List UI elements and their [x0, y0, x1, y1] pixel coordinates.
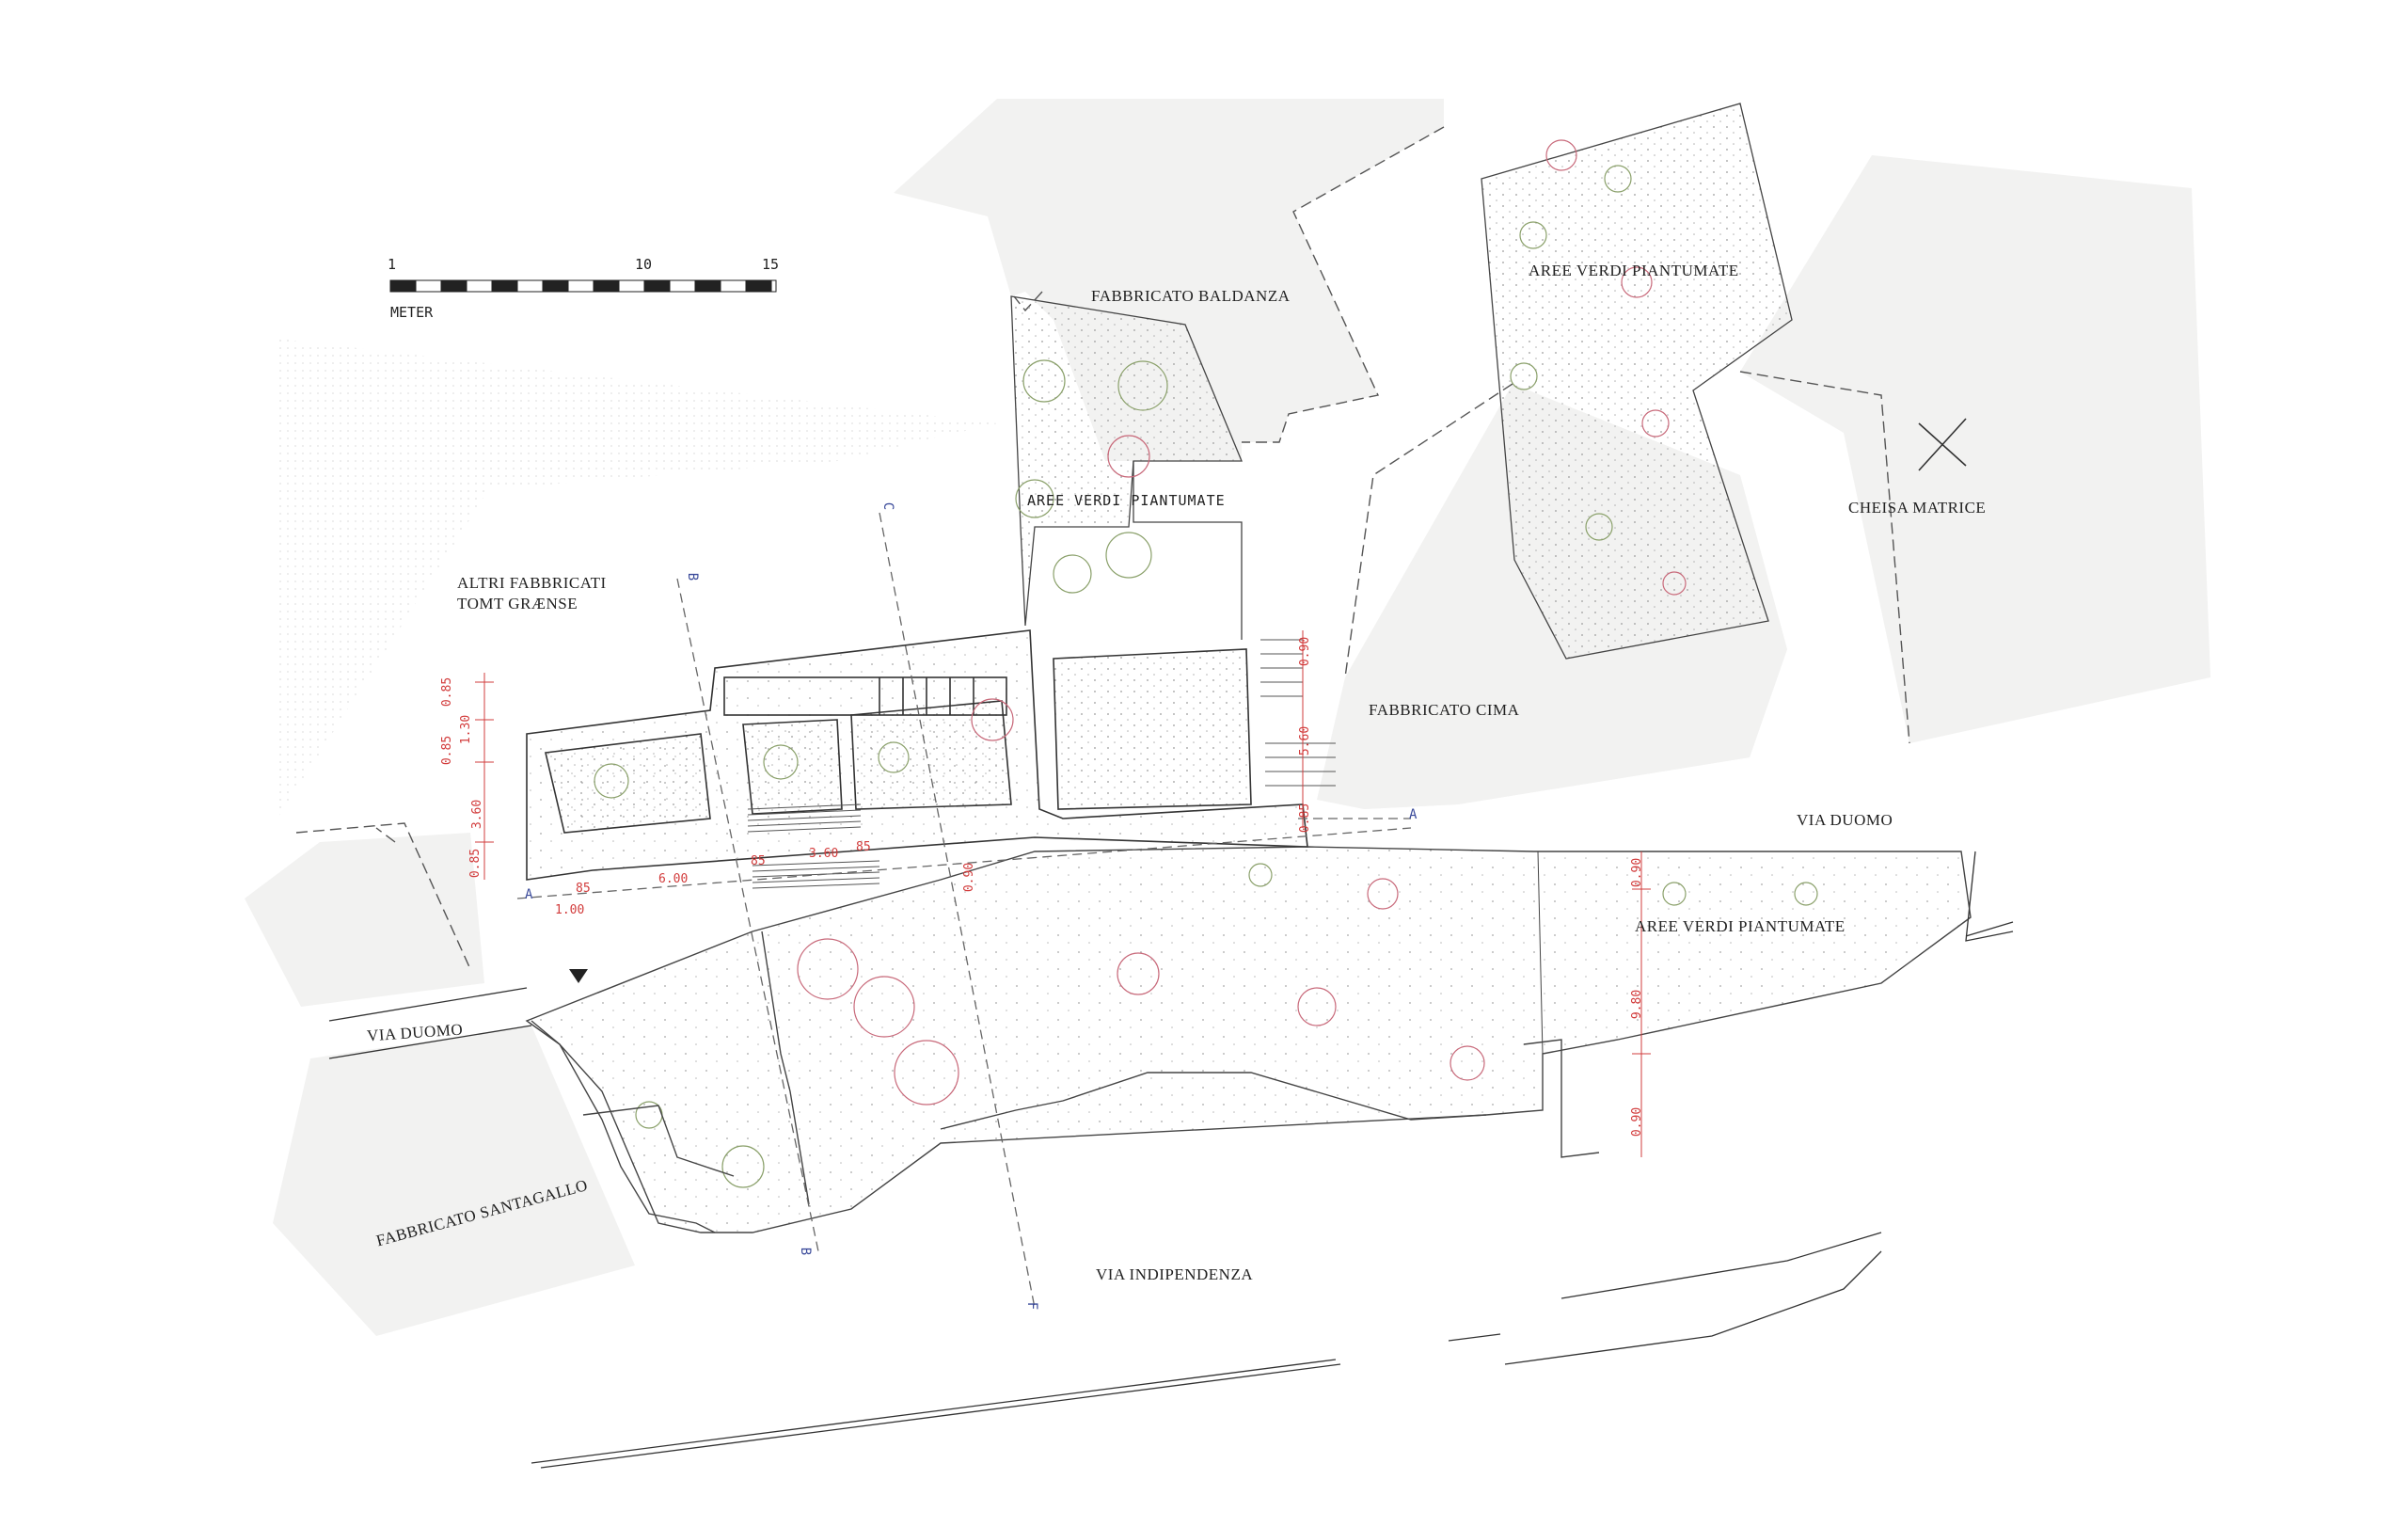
cheisa-matrice-block	[1740, 155, 2210, 743]
fabbricato-baldanza-block	[894, 99, 1444, 461]
section-mark-b-top: B	[685, 572, 701, 581]
label-via-indipendenza: VIA INDIPENDENZA	[1096, 1265, 1254, 1283]
dimension-090-b: 0.90	[1298, 636, 1313, 667]
dimension-360-vertical: 3.60	[470, 799, 485, 830]
altri-fabbricati-area	[277, 339, 997, 819]
scale-unit-label: METER	[390, 304, 434, 321]
entrance-arrow-icon	[569, 969, 588, 983]
steps	[747, 639, 1336, 889]
dimension-090-d: 0.90	[1630, 1106, 1645, 1137]
dimension-090-c: 0.90	[1630, 857, 1645, 888]
aree-verdi-lower-garden	[525, 846, 1972, 1233]
dimension-130: 1.30	[459, 714, 474, 745]
dimension-085-a: 0.85	[440, 676, 455, 708]
section-mark-c: C	[880, 501, 896, 511]
section-mark-a-right: A	[1409, 807, 1418, 822]
aree-verdi-center-garden	[1010, 295, 1243, 627]
label-altri-fabbricati-line1: ALTRI FABBRICATI	[457, 574, 607, 592]
dimension-085-d: 85	[576, 882, 591, 896]
dimension-560: 5.60	[1298, 725, 1313, 756]
scale-tick-10: 10	[635, 256, 653, 273]
section-lines	[516, 512, 1412, 1309]
label-cheisa-matrice: CHEISA MATRICE	[1848, 499, 1987, 517]
label-aree-verdi-right: AREE VERDI PIANTUMATE	[1635, 917, 1846, 935]
section-mark-f: F	[1024, 1301, 1040, 1311]
label-aree-verdi-center: AREE VERDI PIANTUMATE	[1027, 492, 1226, 509]
aree-verdi-top-right	[1481, 103, 1793, 660]
dimension-085-g: 0.85	[1298, 803, 1313, 834]
dimension-090-a: 0.90	[962, 862, 977, 893]
property-boundaries	[295, 126, 1910, 970]
dimension-980: 9.80	[1630, 989, 1645, 1020]
dimension-lines	[475, 630, 1651, 1157]
label-fabbricato-baldanza: FABBRICATO BALDANZA	[1091, 287, 1291, 305]
fabbricato-santagallo-block	[273, 1026, 635, 1336]
label-fabbricato-cima: FABBRICATO CIMA	[1369, 701, 1520, 719]
dimension-100: 1.00	[555, 903, 585, 917]
via-duomo-corner-block	[245, 833, 484, 1007]
label-via-duomo-right: VIA DUOMO	[1797, 811, 1893, 829]
dimension-360-horizontal: 3.60	[809, 847, 839, 861]
dimension-600: 6.00	[658, 872, 689, 886]
plants	[594, 139, 1818, 1188]
scale-tick-1: 1	[388, 256, 397, 273]
church-cross-icon	[1918, 418, 1967, 471]
label-altri-fabbricati-line2: TOMT GRÆNSE	[457, 595, 578, 612]
main-building	[526, 629, 1308, 881]
dimension-085-f: 85	[856, 840, 871, 854]
section-mark-a-left: A	[525, 887, 533, 902]
section-mark-b-bottom: B	[798, 1247, 814, 1256]
streets	[328, 851, 2014, 1469]
dimension-085-e: 85	[751, 854, 766, 868]
scale-tick-15: 15	[762, 256, 780, 273]
dimension-085-b: 0.85	[440, 735, 455, 766]
scale-bar	[389, 279, 777, 293]
ruin-walls	[531, 931, 1600, 1233]
dimension-085-c: 0.85	[468, 848, 483, 879]
label-aree-verdi-top: AREE VERDI PIANTUMATE	[1529, 262, 1739, 279]
